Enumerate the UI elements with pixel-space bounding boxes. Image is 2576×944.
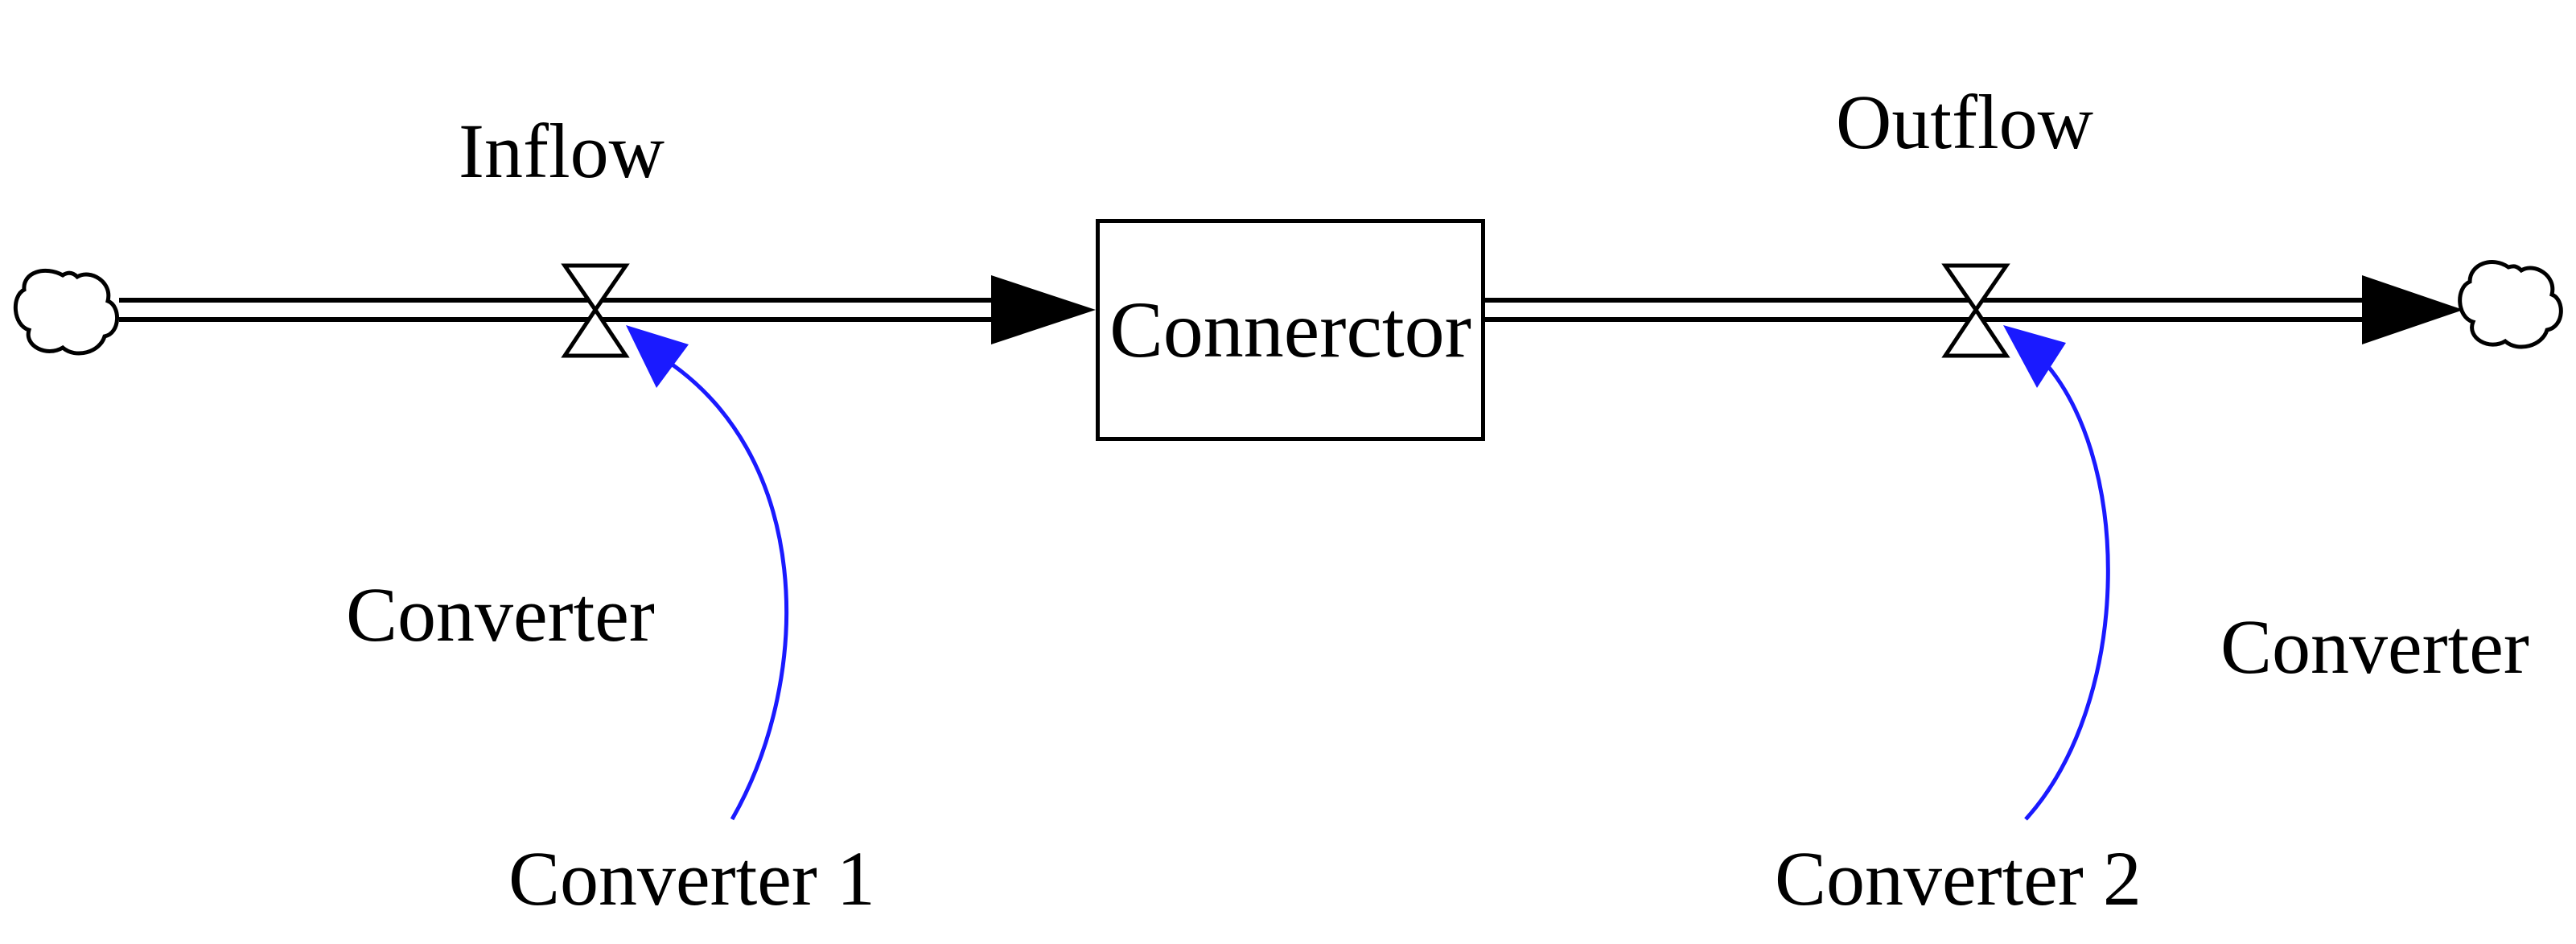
converter-2-label[interactable]: Converter 2 bbox=[1775, 835, 2142, 921]
connector-converter1-to-inflow bbox=[655, 352, 789, 821]
converter-label-left: Converter bbox=[346, 571, 655, 658]
outflow-pipe bbox=[1485, 298, 2373, 322]
cloud-source-icon bbox=[13, 268, 119, 356]
inflow-label: Inflow bbox=[459, 108, 665, 194]
outflow-valve-icon bbox=[1941, 263, 2010, 358]
outflow-label: Outflow bbox=[1836, 79, 2093, 165]
outflow-arrowhead bbox=[2362, 275, 2463, 344]
inflow-arrowhead bbox=[991, 275, 1096, 344]
connector-converter2-to-outflow bbox=[2024, 352, 2110, 821]
inflow-valve-icon bbox=[561, 263, 630, 358]
connector-arrowhead bbox=[626, 325, 689, 388]
stock-label: Connerctor bbox=[1109, 285, 1471, 374]
converter-label-right: Converter bbox=[2220, 604, 2529, 690]
cloud-sink-icon bbox=[2458, 260, 2563, 349]
inflow-pipe bbox=[119, 298, 998, 322]
stock-box[interactable]: Connerctor bbox=[1096, 219, 1485, 441]
converter-1-label[interactable]: Converter 1 bbox=[508, 835, 875, 921]
connector-arrowhead bbox=[2003, 325, 2066, 388]
